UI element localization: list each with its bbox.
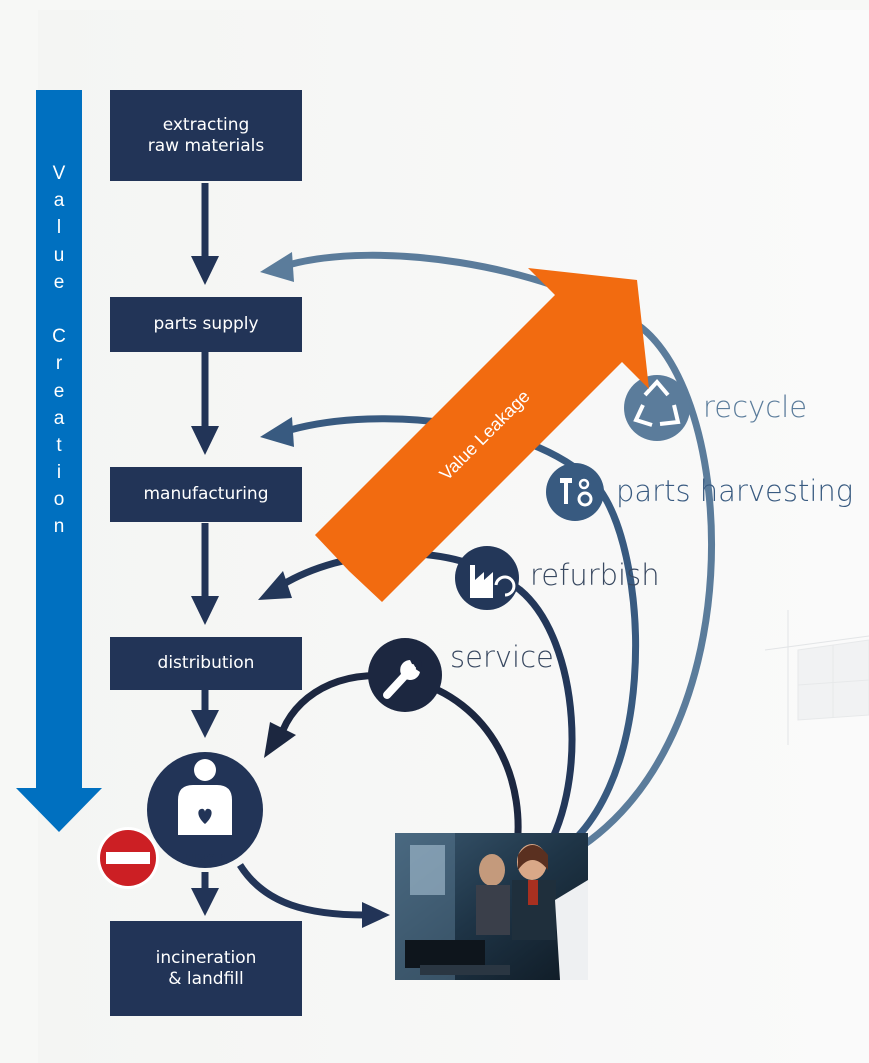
value-creation-letter: C xyxy=(52,326,66,348)
user-output-arrow xyxy=(237,863,390,928)
value-creation-letter: u xyxy=(53,244,65,266)
recycle-loop xyxy=(260,251,716,866)
flow-box-extracting: extracting raw materials xyxy=(110,90,302,181)
faint-lamp-graphic xyxy=(764,610,869,745)
flow-box-manufacturing: manufacturing xyxy=(110,467,302,522)
user-circle xyxy=(147,752,263,868)
value-leakage-arrow xyxy=(315,268,649,602)
value-creation-letter: a xyxy=(53,407,65,429)
recycle-label: recycle xyxy=(703,390,808,424)
value-creation-letter xyxy=(36,296,82,323)
factory-refresh-icon xyxy=(455,546,519,610)
value-creation-letter: r xyxy=(55,353,63,375)
flow-box-distribution: distribution xyxy=(110,637,302,690)
user-icon xyxy=(178,759,232,835)
tools-gear-icon xyxy=(546,463,604,521)
value-creation-letter: a xyxy=(53,190,65,212)
flow-box-incineration: incineration & landfill xyxy=(110,921,302,1016)
office-team-photo xyxy=(395,833,588,980)
value-creation-letter: t xyxy=(56,434,62,456)
user-label: user xyxy=(185,848,225,867)
parts-harvesting-label: parts harvesting xyxy=(616,474,854,508)
flow-box-parts-supply: parts supply xyxy=(110,297,302,352)
value-creation-letter: l xyxy=(56,217,62,239)
value-creation-letter: e xyxy=(53,380,65,402)
value-creation-letter: o xyxy=(53,489,65,511)
value-creation-arrow xyxy=(16,90,102,832)
refurbish-label: refurbish xyxy=(530,558,660,592)
recycle-icon xyxy=(624,375,690,441)
value-creation-letter: i xyxy=(56,462,62,484)
main-flow-arrows xyxy=(191,183,219,916)
value-creation-letter: V xyxy=(52,163,66,184)
value-creation-letter: n xyxy=(53,516,65,538)
wrench-icon xyxy=(368,638,442,712)
value-creation-letter: e xyxy=(53,271,65,293)
no-entry-sign-icon xyxy=(97,827,159,889)
service-label: service xyxy=(450,640,554,674)
